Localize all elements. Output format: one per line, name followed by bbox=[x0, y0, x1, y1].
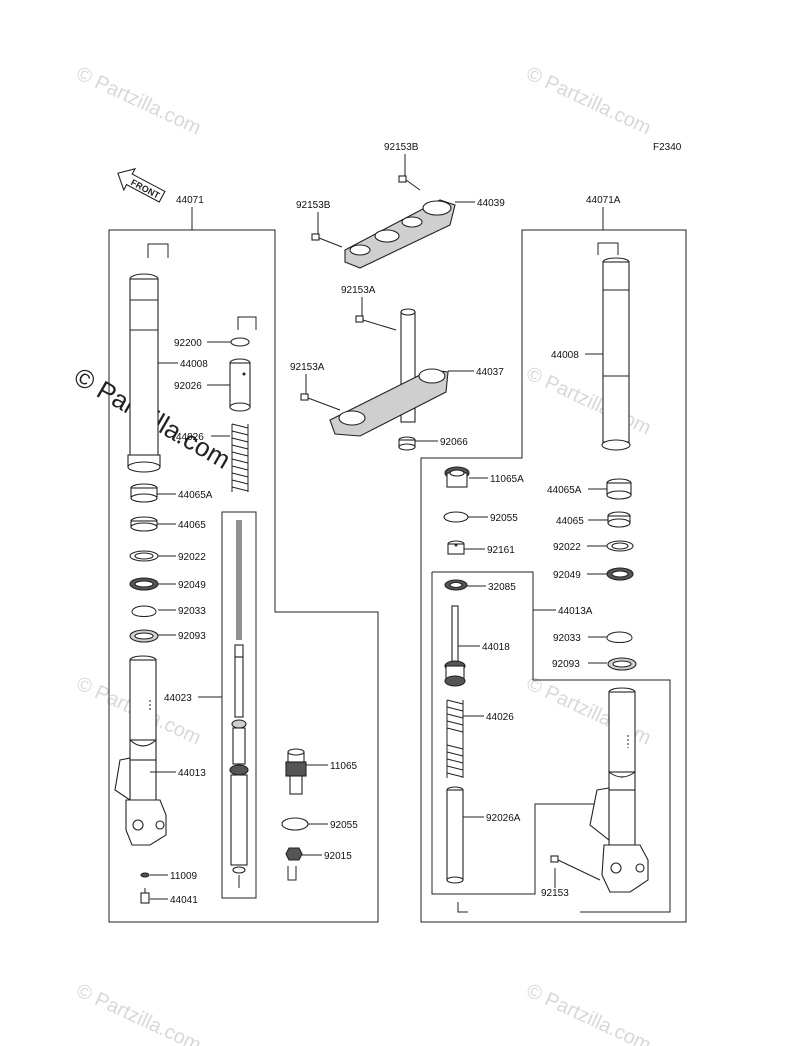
adjuster-11065 bbox=[285, 748, 307, 795]
bushing-44065A-right bbox=[606, 478, 632, 500]
label-44065A-left: 44065A bbox=[178, 490, 213, 501]
collar-92026 bbox=[229, 358, 251, 412]
label-92033-right: 92033 bbox=[553, 633, 581, 644]
label-92153B-left: 92153B bbox=[296, 200, 331, 211]
right-assembly-frame bbox=[420, 229, 687, 923]
label-92153: 92153 bbox=[541, 888, 569, 899]
label-92026: 92026 bbox=[174, 381, 202, 392]
bolt-92153B-left bbox=[311, 233, 343, 248]
left-assembly-frame bbox=[108, 229, 379, 923]
label-92033-left: 92033 bbox=[178, 606, 206, 617]
label-44065A-right: 44065A bbox=[547, 485, 582, 496]
watermark-bottom-right: © Partzilla.com bbox=[523, 980, 654, 1046]
label-92153B-top: 92153B bbox=[384, 142, 419, 153]
inner-tube-right bbox=[589, 687, 649, 893]
seal-32085 bbox=[444, 579, 468, 591]
circlip-92033-right bbox=[606, 631, 633, 643]
bolt-44041 bbox=[140, 888, 150, 904]
label-44039: 44039 bbox=[477, 198, 505, 209]
label-44071: 44071 bbox=[176, 195, 204, 206]
bushing-44065-left bbox=[130, 516, 158, 532]
dust-seal-92093-right bbox=[607, 657, 637, 671]
label-92093-left: 92093 bbox=[178, 631, 206, 642]
bolt-92153 bbox=[550, 855, 601, 881]
label-44026-left: 44026 bbox=[176, 432, 204, 443]
label-92093-right: 92093 bbox=[552, 659, 580, 670]
dust-seal-92093-left bbox=[129, 629, 159, 643]
steering-stem-44037 bbox=[329, 308, 449, 437]
collar-92026A bbox=[446, 786, 464, 884]
inner-assembly-44013A-frame bbox=[432, 571, 671, 913]
circlip-92033-left bbox=[131, 605, 157, 617]
watermark-top-left: © Partzilla.com bbox=[73, 63, 204, 140]
watermark-top-right: © Partzilla.com bbox=[523, 63, 654, 140]
bushing-44065A-left bbox=[130, 483, 158, 503]
o-ring-92055-left bbox=[281, 817, 309, 831]
nut-92015 bbox=[285, 847, 303, 881]
washer-92022-right bbox=[606, 540, 634, 552]
spring-44026-right bbox=[446, 699, 464, 778]
label-92049-right: 92049 bbox=[553, 570, 581, 581]
gasket-11009 bbox=[140, 872, 150, 878]
ring-92200 bbox=[230, 316, 257, 347]
label-44023: 44023 bbox=[164, 693, 192, 704]
upper-bracket-44039 bbox=[344, 199, 456, 269]
label-44065-left: 44065 bbox=[178, 520, 206, 531]
label-44026-right: 44026 bbox=[486, 712, 514, 723]
bushing-92161 bbox=[447, 540, 465, 555]
label-11009: 11009 bbox=[170, 871, 198, 882]
bolt-92153A-left bbox=[300, 393, 341, 411]
label-44037: 44037 bbox=[476, 367, 504, 378]
label-44018: 44018 bbox=[482, 642, 510, 653]
label-92161: 92161 bbox=[487, 545, 515, 556]
label-44065-right: 44065 bbox=[556, 516, 584, 527]
label-92066: 92066 bbox=[440, 437, 468, 448]
label-92022-left: 92022 bbox=[178, 552, 206, 563]
front-arrow-icon: FRONT bbox=[117, 167, 166, 203]
label-44008-left: 44008 bbox=[180, 359, 208, 370]
bushing-44065-right bbox=[607, 511, 631, 528]
washer-92022-left bbox=[129, 550, 159, 562]
oil-seal-92049-right bbox=[606, 567, 634, 581]
bolt-92153A-top bbox=[355, 315, 397, 331]
damper-kit-frame bbox=[431, 572, 604, 895]
cartridge-44023-bracket bbox=[221, 511, 257, 899]
cartridge-44023 bbox=[229, 520, 249, 888]
label-92200: 92200 bbox=[174, 338, 202, 349]
outer-tube-right bbox=[597, 242, 631, 451]
label-92026A: 92026A bbox=[486, 813, 521, 824]
watermark-mid-right: © Partzilla.com bbox=[523, 363, 654, 440]
label-44013A: 44013A bbox=[558, 606, 593, 617]
cap-11065A bbox=[444, 466, 470, 488]
spring-44026-left bbox=[231, 423, 249, 492]
label-92049-left: 92049 bbox=[178, 580, 206, 591]
label-44008-right: 44008 bbox=[551, 350, 579, 361]
damper-rod-44018 bbox=[444, 605, 466, 687]
label-92153A-top: 92153A bbox=[341, 285, 376, 296]
seal-92066 bbox=[398, 436, 416, 451]
outer-tube-left bbox=[127, 243, 169, 473]
label-32085: 32085 bbox=[488, 582, 516, 593]
label-11065A: 11065A bbox=[490, 474, 524, 485]
label-92015: 92015 bbox=[324, 851, 352, 862]
label-92022-right: 92022 bbox=[553, 542, 581, 553]
inner-tube-44013-left bbox=[114, 655, 167, 846]
o-ring-92055-right bbox=[443, 511, 469, 523]
label-92055-right: 92055 bbox=[490, 513, 518, 524]
label-44013: 44013 bbox=[178, 768, 206, 779]
label-44071A: 44071A bbox=[586, 195, 621, 206]
label-92055-left: 92055 bbox=[330, 820, 358, 831]
label-44041: 44041 bbox=[170, 895, 198, 906]
watermark-bottom-left: © Partzilla.com bbox=[73, 980, 204, 1046]
label-92153A-left: 92153A bbox=[290, 362, 325, 373]
label-11065: 11065 bbox=[330, 761, 358, 772]
oil-seal-92049-left bbox=[129, 577, 159, 591]
bolt-92153B-top bbox=[398, 175, 421, 191]
figure-code: F2340 bbox=[653, 142, 682, 153]
